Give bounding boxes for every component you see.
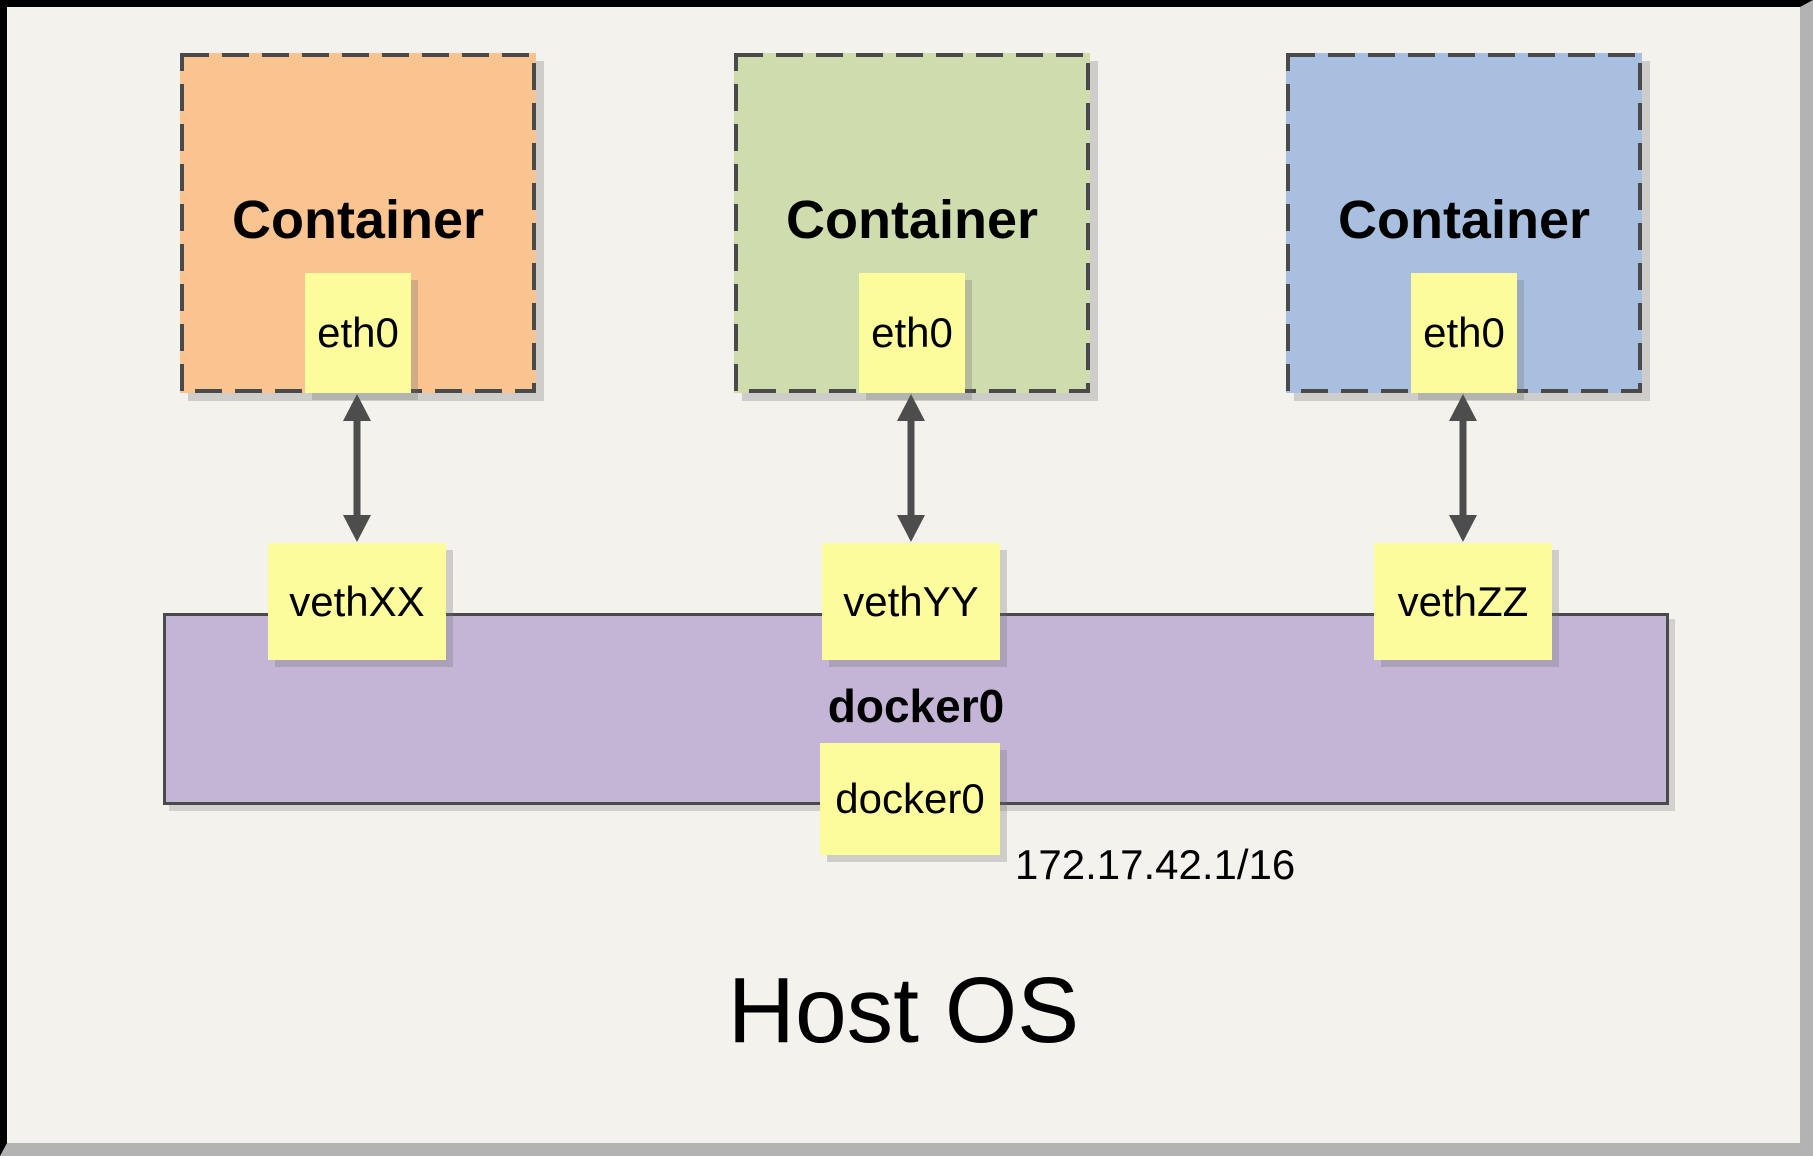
container-3-eth0-box: eth0	[1411, 273, 1517, 393]
vethYY-box: vethYY	[822, 543, 1000, 660]
docker0-bridge-label: docker0	[827, 680, 1005, 732]
container-box-3: Container eth0	[1286, 53, 1642, 393]
container-1-label: Container	[231, 190, 485, 250]
container-box-1: Container eth0	[180, 53, 536, 393]
container-1-eth0-box: eth0	[305, 273, 411, 393]
bridge-ip-address: 172.17.42.1/16	[1015, 841, 1296, 888]
container-2-eth0-box: eth0	[859, 273, 965, 393]
bidirectional-arrow-icon	[1449, 394, 1477, 542]
vethZZ-box: vethZZ	[1374, 543, 1552, 660]
container-box-2: Container eth0	[734, 53, 1090, 393]
docker0-interface-box: docker0	[820, 743, 1000, 855]
container-2-label: Container	[785, 190, 1039, 250]
container-3-label: Container	[1337, 190, 1591, 250]
vethXX-box: vethXX	[268, 543, 446, 660]
bidirectional-arrow-icon	[343, 394, 371, 542]
host-os-label: Host OS	[727, 958, 1080, 1062]
bidirectional-arrow-icon	[897, 394, 925, 542]
